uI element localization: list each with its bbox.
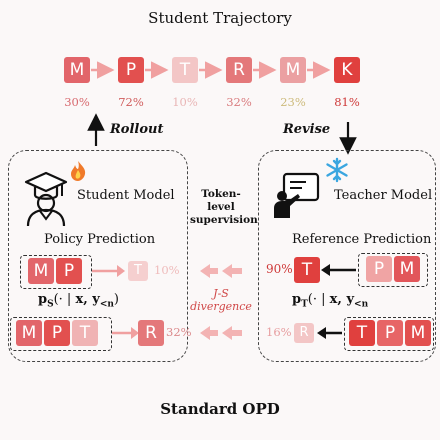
student-model-name: Student Model	[77, 188, 175, 203]
revise-label: Revise	[283, 122, 331, 137]
trajectory-pct-6: 81%	[334, 95, 360, 109]
teacher-model-name: Teacher Model	[334, 188, 433, 203]
diagram-title: Student Trajectory	[148, 9, 292, 27]
teacher-row1-prediction: T	[294, 257, 320, 283]
rollout-label: Rollout	[110, 122, 164, 137]
student-section-title: Policy Prediction	[44, 232, 156, 247]
teacher-panel	[258, 150, 436, 362]
teacher-row1-token-2: M	[394, 256, 420, 282]
student-graduate-icon	[24, 171, 68, 227]
trajectory-token-5: M	[280, 57, 306, 83]
student-row1-arrow	[92, 265, 125, 277]
student-panel	[8, 150, 188, 362]
student-row2-token-1: M	[16, 320, 42, 346]
teacher-presentation-icon	[274, 172, 320, 218]
snowflake-icon	[326, 157, 348, 183]
teacher-section-title: Reference Prediction	[292, 232, 432, 247]
flame-icon	[71, 161, 86, 181]
supervision-line-1: Token-level	[201, 188, 241, 213]
teacher-row2-token-3: M	[405, 320, 431, 346]
student-row2-pct: 32%	[166, 325, 192, 339]
student-row2-token-3: T	[72, 320, 98, 346]
student-row2-token-2: P	[44, 320, 70, 346]
student-row1-pct: 10%	[154, 263, 180, 277]
divergence-arrows-bottom	[200, 326, 242, 340]
trajectory-token-3: T	[172, 57, 198, 83]
student-row1-token-1: M	[28, 258, 54, 284]
teacher-row2-token-2: P	[377, 320, 403, 346]
diagram-footer: Standard OPD	[160, 400, 280, 418]
divergence-line-2: divergence	[190, 300, 252, 313]
teacher-formula: pT(· | x, y<n	[292, 292, 369, 310]
rollout-revise-arrows	[87, 113, 357, 155]
teacher-context-box-1	[358, 253, 428, 287]
student-row1-prediction: T	[128, 261, 148, 281]
teacher-row1-arrow	[321, 264, 356, 276]
trajectory-connector-arrows	[91, 61, 331, 79]
teacher-row2-token-1: T	[349, 320, 375, 346]
student-formula: pS(· | x, y<n)	[38, 292, 119, 310]
trajectory-pct-5: 23%	[280, 95, 306, 109]
trajectory-token-6: K	[334, 57, 360, 83]
token-supervision-label: Token-level supervision	[190, 188, 258, 227]
teacher-row1-pct: 90%	[266, 262, 293, 276]
student-row1-token-2: P	[56, 258, 82, 284]
student-context-box-1	[20, 255, 92, 289]
teacher-row1-token-1: P	[366, 256, 392, 282]
trajectory-token-4: R	[226, 57, 252, 83]
teacher-row2-arrow	[317, 327, 342, 339]
student-row2-prediction: R	[138, 320, 164, 346]
student-trajectory: M P T R M K 30% 72% 10% 32% 23% 81%	[0, 0, 440, 120]
trajectory-token-2: P	[118, 57, 144, 83]
supervision-line-2: supervision	[190, 214, 258, 226]
trajectory-pct-3: 10%	[172, 95, 198, 109]
divergence-arrows-top	[200, 264, 242, 278]
teacher-context-box-2	[344, 317, 434, 351]
trajectory-pct-4: 32%	[226, 95, 252, 109]
trajectory-pct-2: 72%	[118, 95, 144, 109]
divergence-line-1: J-S	[213, 287, 229, 300]
teacher-row2-prediction: R	[294, 323, 314, 343]
student-context-box-2	[10, 317, 112, 351]
teacher-row2-pct: 16%	[266, 325, 292, 339]
divergence-label: J-S divergence	[190, 287, 252, 313]
student-row2-arrow	[112, 327, 139, 339]
trajectory-token-1: M	[64, 57, 90, 83]
trajectory-pct-1: 30%	[64, 95, 90, 109]
